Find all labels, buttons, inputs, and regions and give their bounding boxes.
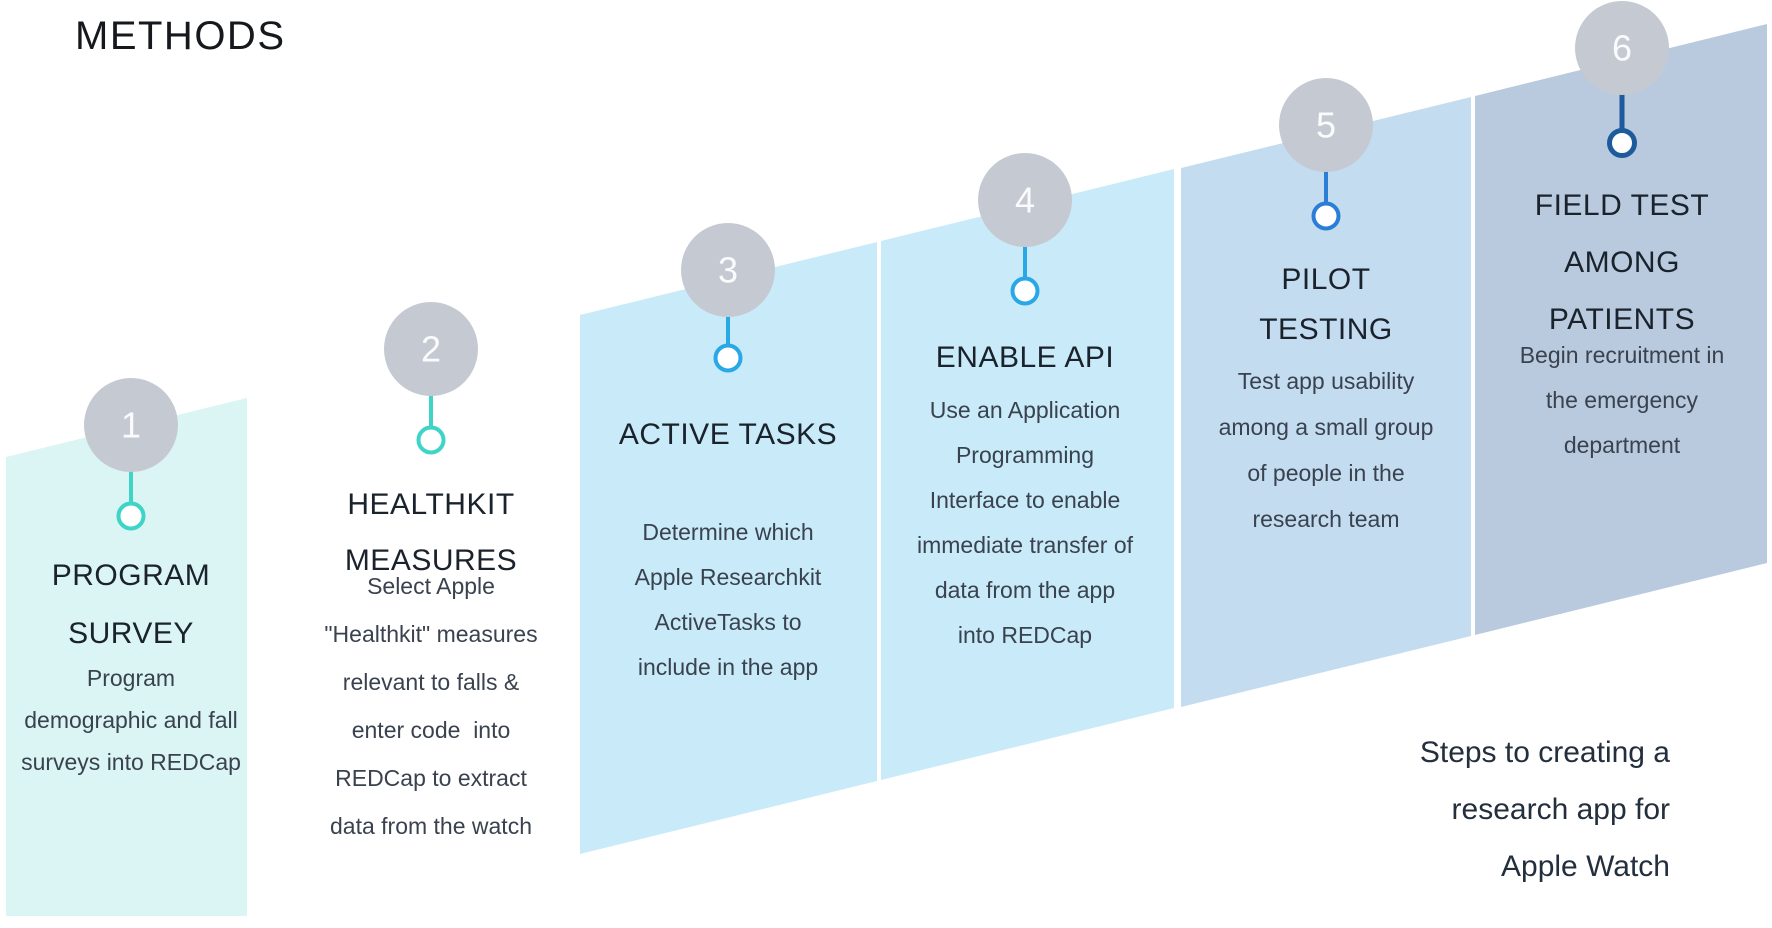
step-desc-line: ActiveTasks to	[654, 609, 802, 635]
step-desc-line: REDCap to extract	[335, 765, 527, 791]
step-desc-line: into REDCap	[957, 622, 1093, 648]
step-title-line: PATIENTS	[1548, 303, 1696, 336]
step-desc-line: Determine which	[642, 519, 814, 545]
step-desc-line: among a small group	[1218, 414, 1434, 440]
step-1-description: Program demographic and fall surveys int…	[0, 657, 271, 783]
step-desc-line: relevant to falls &	[342, 669, 520, 695]
step-desc-line: Test app usability	[1237, 368, 1415, 394]
step-desc-line: Begin recruitment in	[1519, 342, 1725, 368]
step-desc-line: enter code into	[351, 717, 511, 743]
step-number-5: 5	[1316, 105, 1336, 146]
step-title-line: AMONG	[1564, 246, 1680, 279]
step-4-heading: ENABLE API	[885, 330, 1165, 386]
step-3-description: Determine which Apple Researchkit Active…	[588, 510, 868, 690]
number-circle-step-3	[681, 223, 775, 317]
step-desc-line: Interface to enable	[929, 487, 1121, 513]
step-desc-line: Select Apple	[367, 573, 495, 599]
step-column-1: PROGRAM SURVEY Program demographic and f…	[0, 0, 271, 928]
step-5-heading: PILOT TESTING	[1186, 255, 1466, 355]
number-circle-step-6	[1575, 1, 1669, 95]
caption-line: Steps to creating a	[1419, 736, 1670, 769]
step-title-line: FIELD TEST	[1534, 189, 1710, 222]
step-1-heading: PROGRAM SURVEY	[0, 547, 271, 663]
step-column-3: ACTIVE TASKS Determine which Apple Resea…	[588, 0, 868, 928]
step-2-description: Select Apple "Healthkit" measures releva…	[291, 562, 571, 850]
number-circle-step-4	[978, 153, 1072, 247]
caption-line: research app for	[1451, 793, 1670, 826]
pin-ring-step-2	[416, 425, 446, 455]
step-6-description: Begin recruitment in the emergency depar…	[1482, 333, 1762, 468]
step-desc-line: Program	[86, 665, 176, 691]
pin-ring-step-4	[1010, 276, 1040, 306]
step-number-1: 1	[121, 405, 141, 446]
step-desc-line: Programming	[955, 442, 1095, 468]
step-desc-line: Use an Application	[929, 397, 1121, 423]
step-column-2: HEALTHKIT MEASURES Select Apple "Healthk…	[291, 0, 571, 928]
step-desc-line: department	[1563, 432, 1681, 458]
step-5-description: Test app usability among a small group o…	[1186, 358, 1466, 542]
page-title: METHODS	[75, 14, 286, 58]
step-2-heading: HEALTHKIT MEASURES	[291, 477, 571, 589]
figure-caption: Steps to creating a research app for App…	[1280, 724, 1670, 895]
panel-step-6	[1475, 24, 1767, 635]
step-4-description: Use an Application Programming Interface…	[885, 388, 1165, 658]
number-circle-step-1	[84, 378, 178, 472]
pin-ring-step-6	[1607, 128, 1637, 158]
step-desc-line: include in the app	[637, 654, 819, 680]
caption-line: Apple Watch	[1501, 850, 1670, 883]
pin-ring-step-5	[1311, 201, 1341, 231]
step-title-line: ACTIVE TASKS	[618, 418, 838, 451]
step-title-line: PROGRAM	[51, 559, 211, 592]
panel-step-5	[1181, 97, 1471, 707]
panel-step-3	[580, 242, 877, 854]
panel-step-4	[881, 169, 1174, 780]
step-desc-line: surveys into REDCap	[21, 749, 241, 775]
step-desc-line: immediate transfer of	[916, 532, 1134, 558]
step-column-5: PILOT TESTING Test app usability among a…	[1186, 0, 1466, 928]
step-desc-line: data from the watch	[330, 813, 532, 839]
step-3-heading: ACTIVE TASKS	[588, 407, 868, 463]
step-title-line: ENABLE API	[935, 341, 1115, 374]
step-number-4: 4	[1015, 180, 1035, 221]
step-desc-line: research team	[1252, 506, 1400, 532]
panel-step-1	[6, 398, 247, 916]
number-circle-step-2	[384, 302, 478, 396]
step-title-line: MEASURES	[344, 544, 518, 577]
step-number-2: 2	[421, 329, 441, 370]
step-desc-line: data from the app	[934, 577, 1116, 603]
step-desc-line: demographic and fall	[24, 707, 238, 733]
step-column-4: ENABLE API Use an Application Programmin…	[885, 0, 1165, 928]
step-desc-line: Apple Researchkit	[634, 564, 822, 590]
step-title-line: SURVEY	[68, 617, 194, 650]
step-column-6: FIELD TEST AMONG PATIENTS Begin recruitm…	[1482, 0, 1762, 928]
step-desc-line: of people in the	[1247, 460, 1405, 486]
step-desc-line: the emergency	[1545, 387, 1699, 413]
step-number-6: 6	[1612, 28, 1632, 69]
pin-ring-step-3	[713, 343, 743, 373]
step-title-line: TESTING	[1259, 313, 1393, 346]
step-number-3: 3	[718, 250, 738, 291]
step-title-line: PILOT	[1281, 263, 1371, 296]
step-desc-line: "Healthkit" measures	[324, 621, 538, 647]
step-title-line: HEALTHKIT	[347, 488, 515, 521]
step-6-heading: FIELD TEST AMONG PATIENTS	[1482, 177, 1762, 348]
pin-ring-step-1	[116, 501, 146, 531]
number-circle-step-5	[1279, 78, 1373, 172]
